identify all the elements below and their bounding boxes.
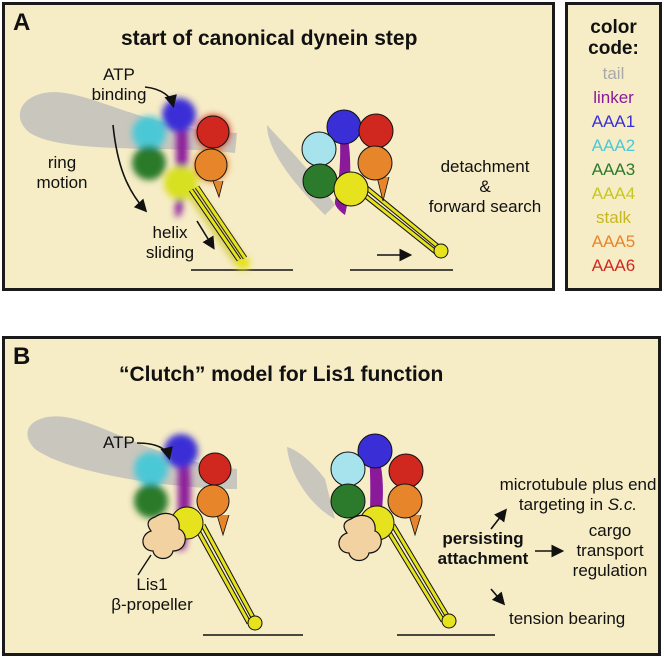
legend-item-aaa5: AAA5	[591, 232, 636, 251]
persisting-attachment-label: persisting attachment	[437, 529, 529, 568]
right-dynein-a	[267, 109, 453, 271]
left-dynein-a	[19, 86, 293, 271]
panel-a: A start of canonical dynein step	[2, 2, 555, 291]
legend-item-stalk: stalk	[596, 208, 631, 227]
aaa1-domain	[162, 98, 196, 132]
legend-item-aaa6: AAA6	[591, 256, 636, 275]
ring-motion-arrow	[112, 124, 148, 213]
atp-arrow	[144, 86, 177, 109]
panel-b: B “Clutch” model for Lis1 function	[2, 336, 661, 656]
legend-item-linker: linker	[593, 88, 634, 107]
lis1-propeller	[142, 512, 186, 560]
panel-b-label: B	[13, 343, 31, 370]
to-microtubule-arrow	[490, 508, 507, 530]
right-dynein-b	[287, 433, 565, 636]
lis1-label: Lis1 β-propeller	[111, 575, 193, 614]
atp-label: ATP	[103, 433, 135, 452]
aaa2-domain	[132, 116, 166, 150]
ring-motion-label: ring motion	[36, 153, 88, 192]
legend-title: color code:	[588, 17, 639, 59]
stalk-shape	[187, 188, 245, 265]
panel-b-title: “Clutch” model for Lis1 function	[119, 363, 444, 386]
legend-item-aaa4: AAA4	[591, 184, 636, 203]
legend-item-aaa1: AAA1	[591, 112, 636, 131]
microtubule-label: microtubule plus end targeting in S.c.	[499, 475, 657, 514]
panel-a-title: start of canonical dynein step	[121, 27, 418, 50]
aaa3-domain	[132, 146, 166, 180]
panel-b-illustration	[27, 416, 565, 636]
legend-item-tail: tail	[602, 64, 625, 83]
left-dynein-b	[27, 416, 303, 636]
tension-label: tension bearing	[509, 609, 626, 628]
panel-a-label: A	[13, 9, 31, 36]
detachment-label: detachment & forward search	[428, 157, 542, 216]
legend-item-aaa3: AAA3	[591, 160, 636, 179]
legend-item-aaa2: AAA2	[591, 136, 636, 155]
stalk-orange	[212, 180, 224, 199]
helix-sliding-label: helix sliding	[145, 223, 195, 262]
panel-a-illustration	[19, 86, 453, 271]
cargo-label: cargo transport regulation	[572, 521, 648, 580]
color-legend: color code: tail linker AAA1 AAA2 AAA3 A…	[565, 2, 662, 291]
atp-binding-label: ATP binding	[91, 65, 147, 104]
to-tension-arrow	[490, 588, 506, 606]
helix-sliding-arrow	[196, 220, 215, 250]
